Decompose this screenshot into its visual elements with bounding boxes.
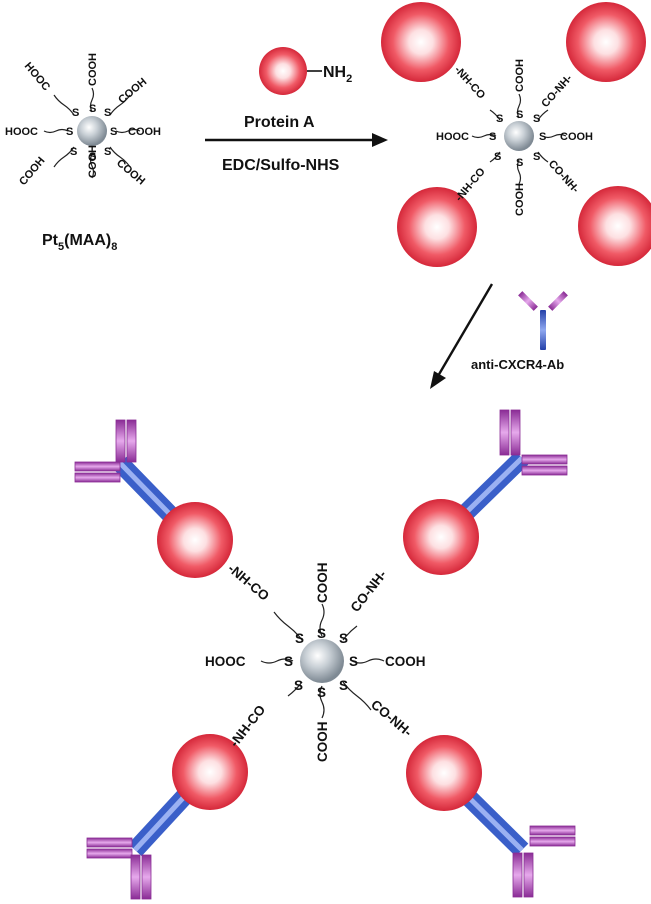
final-conjugate: S S S S S S S S COOH COOH HOOC COOH -NH-… <box>74 409 576 900</box>
arrowhead-1 <box>372 133 388 147</box>
hooc-label: HOOC <box>205 654 246 669</box>
cooh-label: COOH <box>17 155 47 188</box>
protein-a-sphere <box>381 2 461 82</box>
antibody-label: anti-CXCR4-Ab <box>471 357 564 372</box>
sulfur-label: S <box>516 109 523 121</box>
protein-a-sphere <box>397 187 477 267</box>
cooh-label: COOH <box>560 131 593 143</box>
cooh-label: COOH <box>116 76 149 106</box>
protein-a-sphere <box>406 735 482 811</box>
sulfur-label: S <box>66 126 73 138</box>
cooh-label: COOH <box>315 563 330 604</box>
protein-a-sphere <box>566 2 646 82</box>
protein-a-sphere <box>403 499 479 575</box>
sulfur-label: S <box>284 654 293 669</box>
pt-core <box>504 121 534 151</box>
sulfur-label: S <box>317 626 326 641</box>
sulfur-label: S <box>110 126 117 138</box>
cooh-label: COOH <box>128 126 161 138</box>
cooh-label: COOH <box>87 53 99 86</box>
cluster-name-label: Pt5(MAA)8 <box>42 232 117 253</box>
sulfur-label: S <box>496 113 503 125</box>
cooh-label: COOH <box>385 654 426 669</box>
pt-protein-a-conjugate: S S S S S S S S COOH COOH HOOC COOH -NH-… <box>381 2 651 267</box>
coupling-reagent-label: EDC/Sulfo-NHS <box>222 157 340 174</box>
amide-label: -NH-CO <box>227 702 269 750</box>
sulfur-label: S <box>533 113 540 125</box>
protein-a-label: Protein A <box>244 114 315 131</box>
sulfur-label: S <box>317 685 326 700</box>
protein-a-sphere <box>259 47 307 95</box>
pt-core <box>77 116 107 146</box>
amide-label: CO-NH- <box>348 567 390 615</box>
sulfur-label: S <box>72 107 79 119</box>
pt-core <box>300 639 344 683</box>
hooc-label: HOOC <box>5 126 38 138</box>
sulfur-label: S <box>489 131 496 143</box>
nh2-label: NH2 <box>323 64 352 85</box>
sulfur-label: S <box>104 107 111 119</box>
protein-a-sphere <box>172 734 248 810</box>
arrowhead-2 <box>430 371 446 389</box>
sulfur-label: S <box>516 157 523 169</box>
reaction-arrow-2 <box>436 283 494 377</box>
protein-a-sphere <box>157 502 233 578</box>
sulfur-label: S <box>349 654 358 669</box>
cooh-label: COOH <box>87 145 99 178</box>
hooc-label: HOOC <box>436 131 469 143</box>
antibody-arms <box>74 409 576 900</box>
cooh-label: COOH <box>114 157 147 187</box>
sulfur-label: S <box>339 678 348 693</box>
sulfur-label: S <box>494 151 501 163</box>
sulfur-label: S <box>89 151 96 163</box>
antibody-reagent <box>518 291 568 350</box>
amide-label: CO-NH- <box>368 697 415 740</box>
amide-label: -NH-CO <box>453 165 488 203</box>
cooh-label: COOH <box>514 59 526 92</box>
sulfur-label: S <box>533 151 540 163</box>
sulfur-label: S <box>294 678 303 693</box>
protein-a-sphere <box>578 186 651 266</box>
hooc-label: HOOC <box>22 60 52 93</box>
sulfur-label: S <box>104 146 111 158</box>
cooh-label: COOH <box>315 722 330 763</box>
sulfur-label: S <box>89 103 96 115</box>
amide-label: CO-NH- <box>539 72 575 110</box>
sulfur-label: S <box>70 146 77 158</box>
sulfur-label: S <box>539 131 546 143</box>
cooh-label: COOH <box>514 183 526 216</box>
sulfur-label: S <box>295 631 304 646</box>
amide-label: CO-NH- <box>546 158 582 196</box>
sulfur-label: S <box>339 631 348 646</box>
amide-label: -NH-CO <box>225 561 272 604</box>
protein-a-reagent: NH2 <box>259 47 352 95</box>
amide-label: -NH-CO <box>452 64 488 102</box>
pt-cluster-free: S S S S S S S S COOH COOH HOOC COOH HOOC… <box>5 53 161 253</box>
